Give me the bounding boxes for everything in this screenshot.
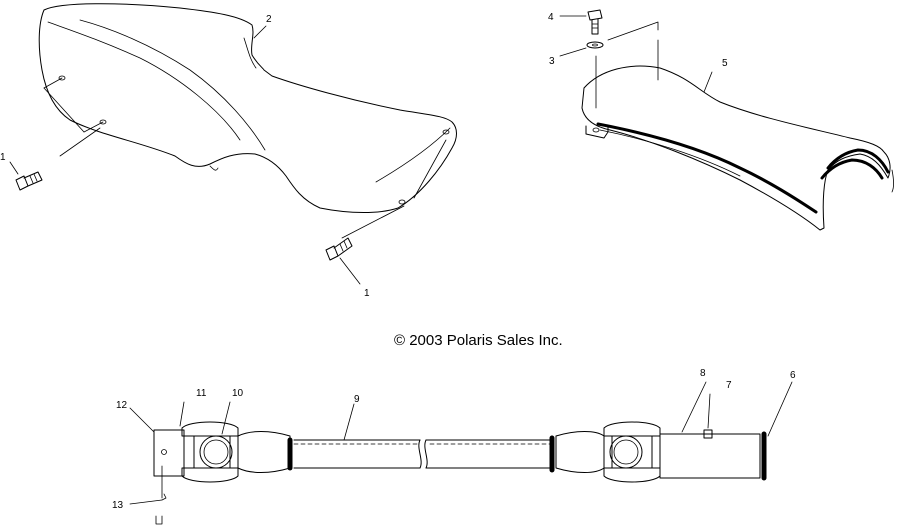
seat-cover-part [38, 3, 457, 239]
callout-3: 3 [549, 56, 555, 67]
callout-13: 13 [112, 500, 124, 511]
bolt-left [9, 161, 43, 191]
callout-4: 4 [548, 12, 554, 23]
callout-11: 11 [196, 388, 207, 399]
callout-1-bottom: 1 [364, 288, 370, 299]
seat-part [581, 21, 894, 231]
bolt-bottom [325, 237, 361, 285]
drive-shaft-assembly [129, 381, 793, 525]
callout-7: 7 [726, 380, 732, 391]
callout-9: 9 [354, 394, 360, 405]
callout-5: 5 [722, 58, 728, 69]
callout-12: 12 [116, 400, 128, 411]
copyright-notice: © 2003 Polaris Sales Inc. [394, 332, 563, 349]
callout-6: 6 [790, 370, 796, 381]
bolt-washer-seat [559, 9, 604, 57]
callout-1-left: 1 [0, 152, 6, 163]
callout-2: 2 [266, 14, 272, 25]
callout-10: 10 [232, 388, 244, 399]
callout-8: 8 [700, 368, 706, 379]
